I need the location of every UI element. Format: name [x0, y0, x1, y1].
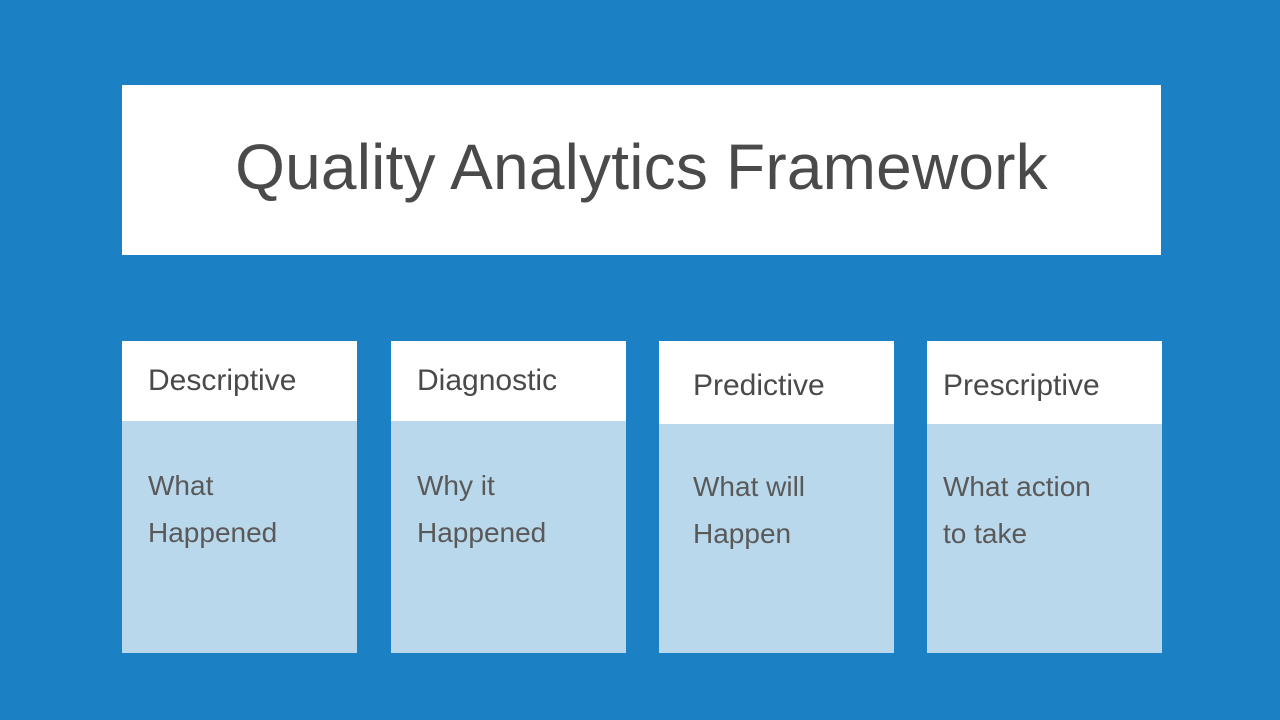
card-body-line: Happened	[148, 516, 278, 548]
card-header-prescriptive: Prescriptive	[927, 341, 1162, 424]
analytics-card-diagnostic[interactable]: Diagnostic Why it Happened	[391, 341, 626, 653]
title-panel: Quality Analytics Framework	[122, 85, 1161, 255]
card-body-predictive: What will Happen	[659, 424, 894, 558]
card-header-descriptive: Descriptive	[122, 341, 357, 421]
card-body-line: Why it	[417, 470, 495, 501]
analytics-card-descriptive[interactable]: Descriptive What Happened	[122, 341, 357, 653]
card-body-line: What	[148, 470, 214, 501]
card-title-descriptive: Descriptive	[148, 363, 297, 397]
card-title-diagnostic: Diagnostic	[417, 363, 558, 397]
card-body-line: to take	[943, 517, 1028, 549]
card-body-line: Happened	[417, 516, 547, 548]
card-header-predictive: Predictive	[659, 341, 894, 424]
page-title: Quality Analytics Framework	[235, 130, 1048, 203]
card-body-descriptive: What Happened	[122, 421, 357, 557]
card-title-prescriptive: Prescriptive	[943, 369, 1100, 403]
analytics-card-prescriptive[interactable]: Prescriptive What action to take	[927, 341, 1162, 653]
card-body-diagnostic: Why it Happened	[391, 421, 626, 557]
card-header-diagnostic: Diagnostic	[391, 341, 626, 421]
card-title-predictive: Predictive	[693, 369, 825, 403]
card-body-prescriptive: What action to take	[927, 424, 1162, 558]
analytics-card-row: Descriptive What Happened Diagnostic Why…	[122, 341, 1162, 653]
analytics-card-predictive[interactable]: Predictive What will Happen	[659, 341, 894, 653]
card-body-line: What action	[943, 471, 1091, 502]
card-body-line: Happen	[693, 517, 792, 549]
card-body-line: What will	[693, 471, 806, 502]
